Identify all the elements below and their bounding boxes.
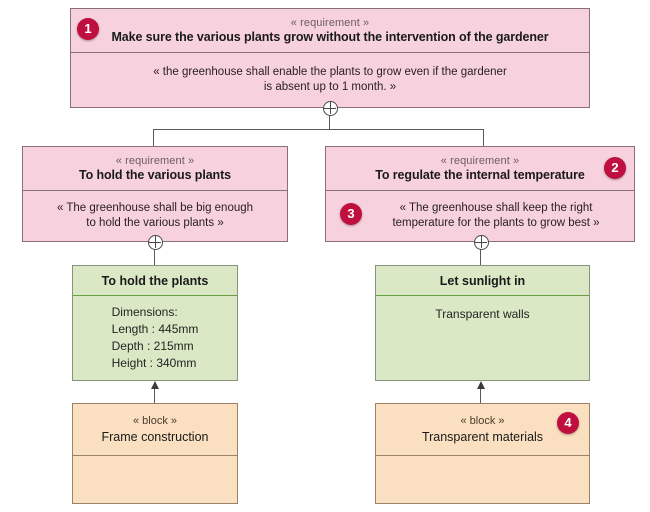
- stereotype-label: « requirement »: [115, 155, 195, 167]
- connector-drop-right: [483, 129, 484, 146]
- callout-badge-2[interactable]: 2: [604, 157, 626, 179]
- requirement-text-line-2: temperature for the plants to grow best …: [392, 217, 600, 229]
- stereotype-label: « block »: [132, 415, 178, 427]
- node-header: « requirement » To regulate the internal…: [326, 147, 634, 191]
- node-requirement-hold-plants[interactable]: « requirement » To hold the various plan…: [22, 146, 288, 242]
- callout-badge-1[interactable]: 1: [77, 18, 99, 40]
- connector-right-stem: [480, 248, 481, 265]
- containment-crosshair-icon-left: [148, 235, 163, 250]
- function-title: Let sunlight in: [439, 273, 526, 288]
- arrow-up-icon-left: [150, 381, 159, 389]
- node-block-frame-construction[interactable]: « block » Frame construction: [72, 403, 238, 504]
- node-header: « block » Frame construction: [73, 404, 237, 456]
- requirement-text-line-2: to hold the various plants »: [86, 217, 224, 229]
- dimension-height: Height : 340mm: [111, 356, 197, 370]
- block-title: Frame construction: [101, 430, 209, 444]
- requirement-text-line-1: « The greenhouse shall keep the right: [399, 202, 593, 214]
- node-body: [376, 456, 589, 503]
- requirement-text-line-2: is absent up to 1 month. »: [263, 81, 397, 93]
- node-header: To hold the plants: [73, 266, 237, 296]
- containment-crosshair-icon-right: [474, 235, 489, 250]
- connector-root-stem: [329, 114, 330, 129]
- node-requirement-regulate-temperature[interactable]: « requirement » To regulate the internal…: [325, 146, 635, 242]
- connector-drop-left: [153, 129, 154, 146]
- node-body: Dimensions: Length : 445mm Depth : 215mm…: [73, 296, 237, 380]
- connector-satisfy-left: [154, 389, 155, 403]
- dimension-length: Length : 445mm: [111, 322, 199, 336]
- stereotype-label: « block »: [460, 415, 505, 427]
- requirement-title: To regulate the internal temperature: [375, 168, 585, 182]
- requirement-text-line-1: « the greenhouse shall enable the plants…: [153, 66, 507, 78]
- node-function-let-sunlight-in[interactable]: Let sunlight in Transparent walls: [375, 265, 590, 381]
- node-header: « requirement » To hold the various plan…: [23, 147, 287, 191]
- node-header: « block » Transparent materials 4: [376, 404, 589, 456]
- function-text: Transparent walls: [435, 307, 530, 321]
- node-requirement-root[interactable]: « requirement » Make sure the various pl…: [70, 8, 590, 108]
- function-title: To hold the plants: [101, 273, 209, 288]
- requirement-title: Make sure the various plants grow withou…: [111, 30, 549, 44]
- stereotype-label: « requirement »: [440, 155, 520, 167]
- dimension-depth: Depth : 215mm: [111, 339, 194, 353]
- node-block-transparent-materials[interactable]: « block » Transparent materials 4: [375, 403, 590, 504]
- dimensions-list: Dimensions: Length : 445mm Depth : 215mm…: [112, 304, 199, 372]
- node-body: « The greenhouse shall be big enough to …: [23, 191, 287, 241]
- stereotype-label: « requirement »: [290, 17, 370, 29]
- requirement-text-line-1: « The greenhouse shall be big enough: [56, 202, 254, 214]
- node-body: [73, 456, 237, 503]
- callout-badge-4[interactable]: 4: [557, 412, 579, 434]
- requirement-title: To hold the various plants: [78, 168, 232, 182]
- connector-satisfy-right: [480, 389, 481, 403]
- dimensions-label: Dimensions:: [111, 305, 178, 319]
- node-header: « requirement » Make sure the various pl…: [71, 9, 589, 53]
- node-body: Transparent walls: [376, 296, 589, 380]
- connector-root-bus: [153, 129, 483, 130]
- node-header: Let sunlight in: [376, 266, 589, 296]
- callout-badge-3[interactable]: 3: [340, 203, 362, 225]
- arrow-up-icon-right: [476, 381, 485, 389]
- connector-left-stem: [154, 248, 155, 265]
- node-body: « The greenhouse shall keep the right te…: [326, 191, 634, 241]
- node-function-hold-plants[interactable]: To hold the plants Dimensions: Length : …: [72, 265, 238, 381]
- block-title: Transparent materials: [421, 430, 544, 444]
- containment-crosshair-icon-root: [323, 101, 338, 116]
- node-body: « the greenhouse shall enable the plants…: [71, 53, 589, 107]
